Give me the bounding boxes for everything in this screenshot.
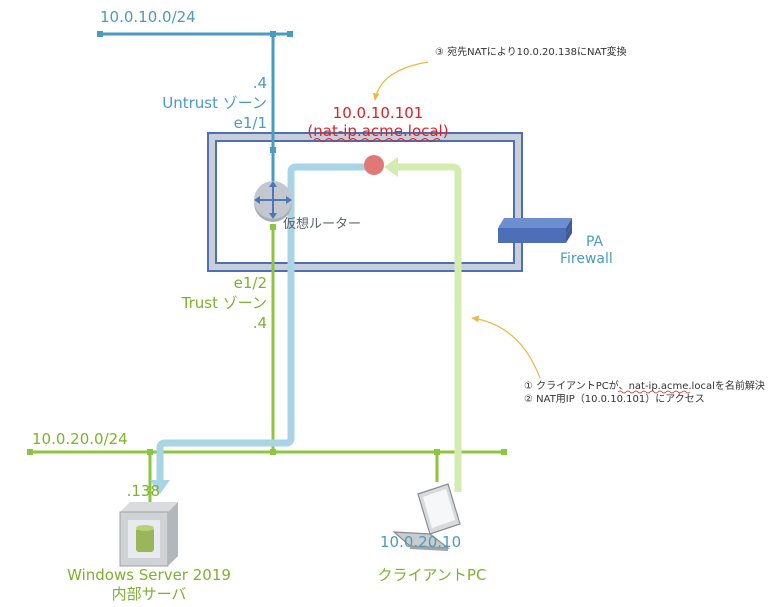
client-note-arrow xyxy=(471,315,541,379)
server-host-octet: .138 xyxy=(127,482,160,500)
server-name: Windows Server 2019 xyxy=(67,566,231,584)
server-icon xyxy=(119,502,178,567)
e1-2-port xyxy=(270,224,276,230)
trust-network-label: 10.0.20.0/24 xyxy=(32,430,128,448)
trust-network-bus xyxy=(27,449,507,455)
firewall-label-line2: Firewall xyxy=(560,251,613,267)
client-note-line1: ① クライアントPCが、nat-ip.acme.localを名前解決 xyxy=(524,379,765,392)
untrust-network-label: 10.0.10.0/24 xyxy=(100,8,196,26)
laptop-icon xyxy=(392,483,461,551)
trust-zone-label: Trust ゾーン xyxy=(181,294,267,312)
untrust-interface-label: e1/1 xyxy=(234,114,267,132)
client-note-link-underline xyxy=(617,390,691,394)
return-flow-arrow xyxy=(150,163,368,494)
nat-ip-point xyxy=(364,155,384,175)
firewall-icon xyxy=(498,218,572,243)
trust-host-octet: .4 xyxy=(253,314,267,332)
router-label: 仮想ルーター xyxy=(283,216,361,232)
untrust-zone-label: Untrust ゾーン xyxy=(162,94,267,112)
nat-fqdn-label: (nat-ip.acme.local) xyxy=(307,122,448,140)
untrust-host-octet: .4 xyxy=(253,74,267,92)
client-name: クライアントPC xyxy=(378,566,487,584)
router-icon xyxy=(254,181,292,222)
trust-interface-label: e1/2 xyxy=(234,274,267,292)
client-note-line2: ② NAT用IP（10.0.10.101）にアクセス xyxy=(524,393,705,405)
nat-note-arrow xyxy=(372,61,429,101)
fqdn-underline xyxy=(313,138,441,142)
client-ip-label: 10.0.20.10 xyxy=(380,533,461,551)
request-flow-arrow xyxy=(384,157,462,492)
nat-ip-label: 10.0.10.101 xyxy=(333,104,424,122)
nat-translation-note: ③ 宛先NATにより10.0.20.138にNAT変換 xyxy=(435,45,627,58)
firewall-label-line1: PA xyxy=(586,234,604,250)
untrust-network-bus xyxy=(97,31,293,37)
server-role: 内部サーバ xyxy=(112,585,187,603)
